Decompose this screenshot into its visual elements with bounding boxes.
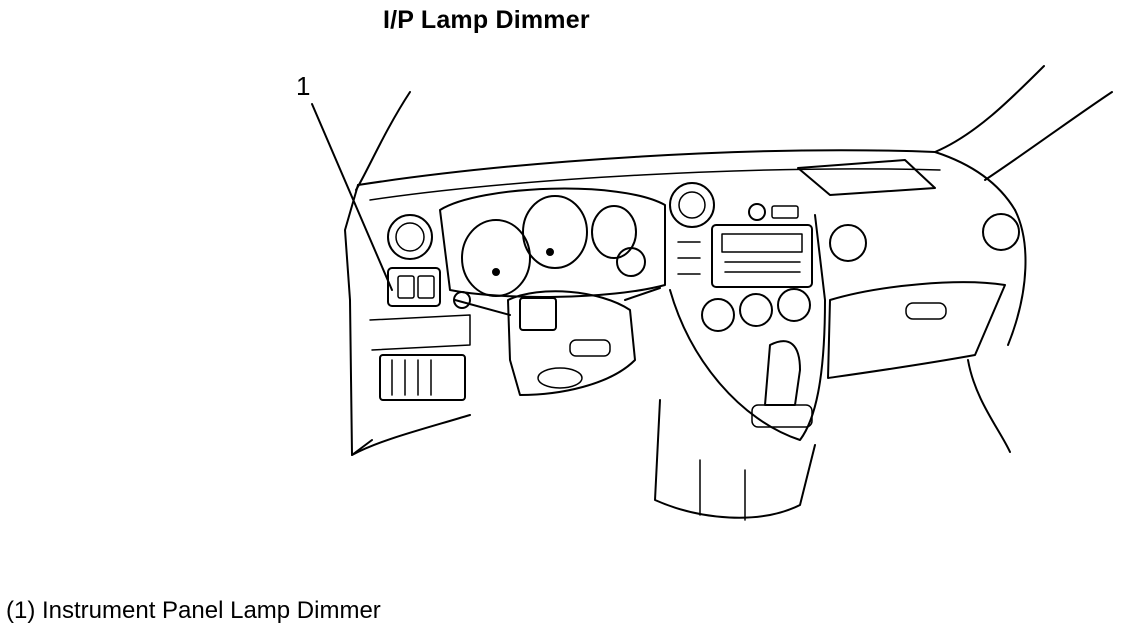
- lower-console-lines: [699, 459, 746, 521]
- right-center-vent: [829, 224, 867, 262]
- hazard-button: [748, 203, 766, 221]
- temp-gauge: [616, 247, 646, 277]
- tachometer: [522, 195, 588, 269]
- right-end-panel: [1007, 209, 1027, 346]
- hvac-knob-right: [777, 288, 811, 322]
- radio-display: [721, 233, 803, 253]
- hvac-knob-left: [701, 298, 735, 332]
- radio-unit: [711, 224, 813, 288]
- dashboard-top-inner: [369, 168, 941, 201]
- steering-column-shroud: [507, 290, 636, 396]
- right-door-edge: [967, 359, 1011, 453]
- ignition-switch: [519, 297, 557, 331]
- stalk-end: [453, 291, 471, 309]
- defroster-vent: [797, 159, 936, 196]
- a-pillar-left: [355, 91, 411, 191]
- knee-panel: [379, 354, 466, 401]
- knee-panel-slats: [391, 359, 432, 396]
- left-end-panel: [344, 184, 373, 456]
- roof-line-right: [984, 91, 1113, 181]
- callout-number-1: 1: [296, 71, 311, 101]
- left-lower-edge: [351, 414, 471, 456]
- gear-shifter: [764, 340, 801, 406]
- center-stack-outline: [669, 214, 826, 441]
- gauge-pivot-2: [546, 248, 554, 256]
- gauge-pivot-1: [492, 268, 500, 276]
- lamp-dimmer-switch: [387, 267, 441, 307]
- dashboard-top: [357, 149, 1016, 211]
- glovebox: [827, 281, 1006, 379]
- left-lower-trim: [369, 314, 471, 351]
- wiper-stalk: [624, 287, 661, 301]
- clock-display: [771, 205, 799, 219]
- cluster-hood: [439, 187, 666, 298]
- legend-item-1: (1) Instrument Panel Lamp Dimmer: [6, 597, 381, 624]
- left-vent-inner: [395, 222, 425, 252]
- hvac-knob-center: [739, 293, 773, 327]
- center-side-vents: [677, 241, 701, 275]
- center-top-vent-inner: [678, 191, 706, 219]
- callout-leader-line: [311, 103, 393, 291]
- lamp-dimmer-knob-2: [417, 275, 435, 299]
- glovebox-handle: [905, 302, 947, 320]
- shift-boot: [751, 404, 813, 428]
- a-pillar-right: [934, 65, 1045, 153]
- lower-console: [654, 399, 816, 519]
- column-lower: [537, 367, 583, 389]
- left-vent-outer: [387, 214, 433, 260]
- fuel-gauge: [591, 205, 637, 259]
- turn-signal-stalk: [454, 299, 511, 316]
- radio-buttons: [724, 261, 801, 273]
- lamp-dimmer-knob: [397, 275, 415, 299]
- right-outer-vent: [982, 213, 1020, 251]
- diagram-title: I/P Lamp Dimmer: [383, 6, 590, 34]
- column-switch: [569, 339, 611, 357]
- speedometer: [461, 219, 531, 297]
- center-top-vent: [669, 182, 715, 228]
